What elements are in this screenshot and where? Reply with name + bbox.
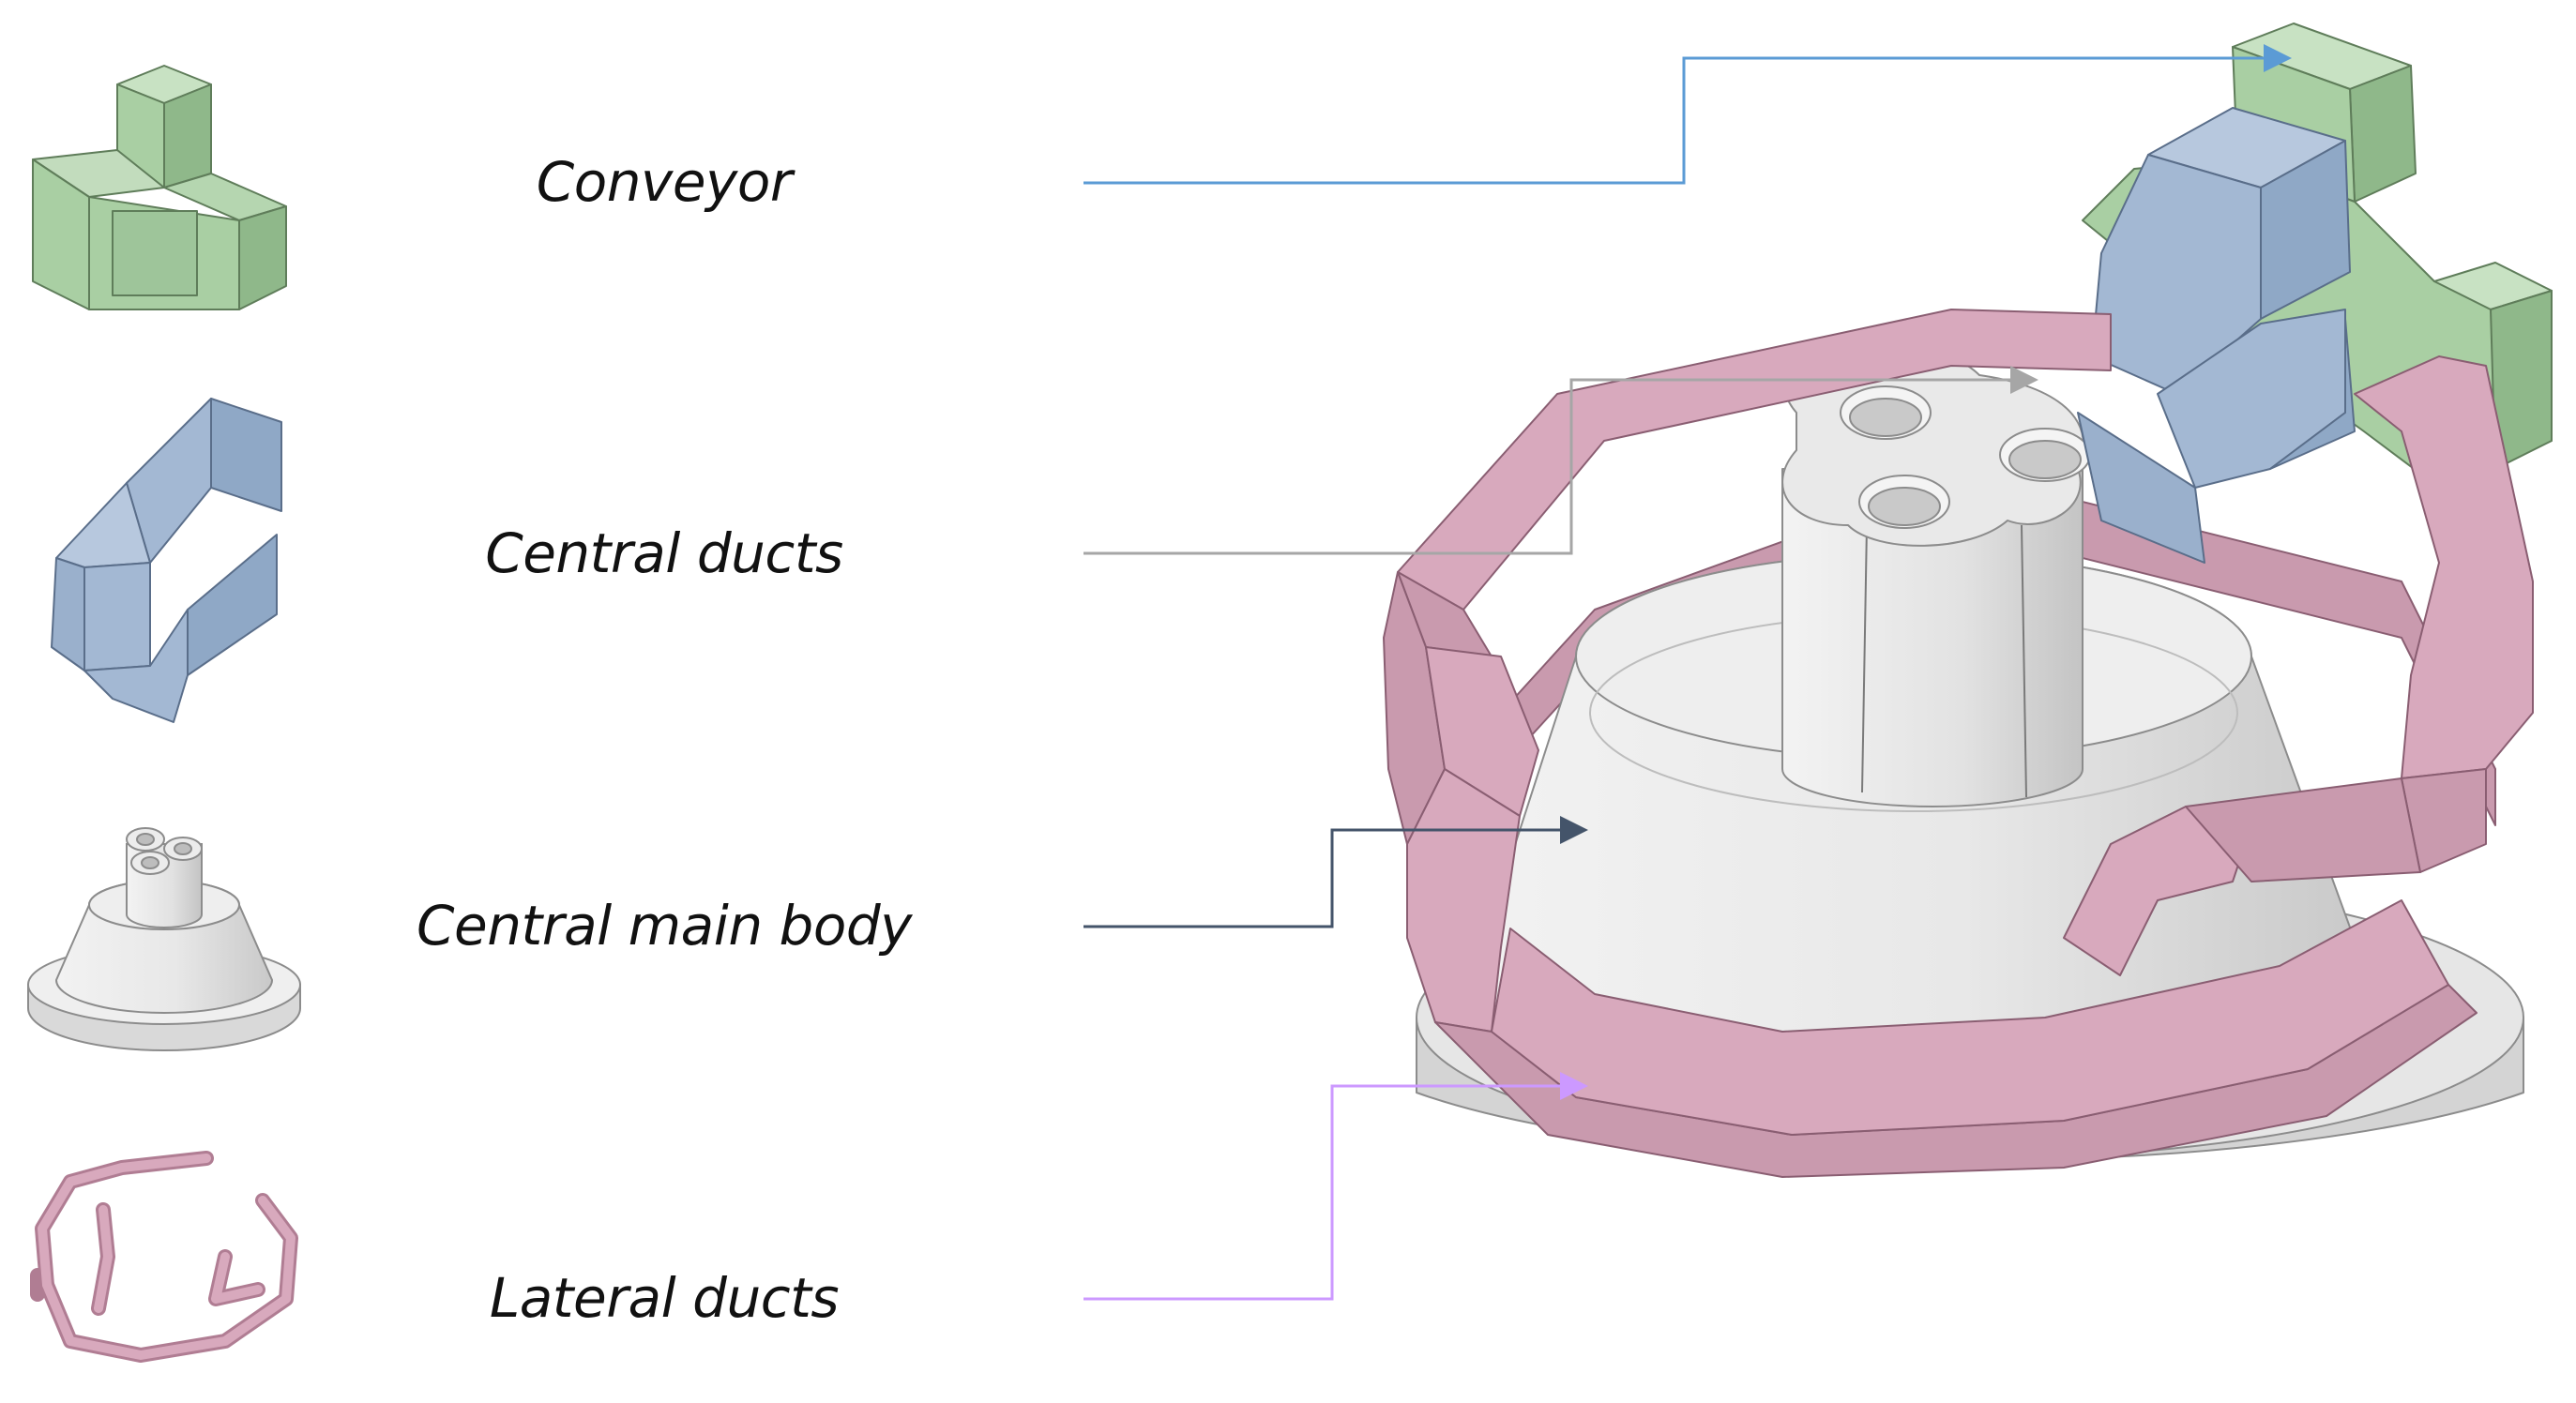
- central-cylinders: [1781, 347, 2091, 807]
- central-main-body-thumbnail: [27, 827, 301, 1051]
- conveyor-label: Conveyor: [536, 150, 793, 214]
- connector-central-main-body: [1083, 816, 1588, 928]
- assembly-model: [1383, 23, 2553, 1178]
- connector-conveyor: [1083, 44, 2292, 185]
- lateral-ring-front: [1383, 309, 2534, 1178]
- conveyor-thumbnail: [32, 65, 287, 310]
- central-ducts-part: [2077, 107, 2356, 564]
- central-ducts-label: Central ducts: [485, 521, 843, 585]
- connector-central-ducts: [1083, 366, 2038, 555]
- lateral-ducts-label: Lateral ducts: [489, 1266, 840, 1330]
- connector-lateral-ducts: [1083, 1072, 1588, 1301]
- lateral-ducts-thumbnail-fill: [38, 1154, 295, 1360]
- central-ducts-thumbnail: [51, 398, 282, 723]
- central-main-body-label: Central main body: [417, 894, 912, 958]
